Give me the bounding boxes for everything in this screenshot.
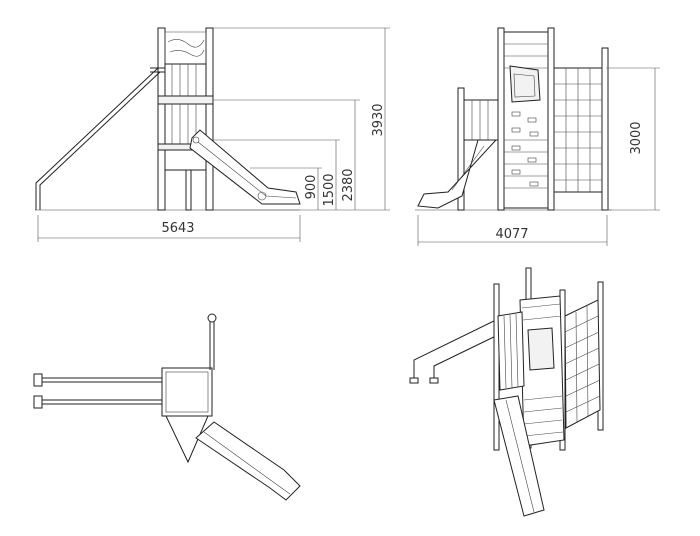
dim-height-2380: 2380 (341, 168, 356, 201)
plan-view (33, 313, 301, 501)
isometric-view (409, 267, 604, 517)
dim-height-1500: 1500 (322, 173, 337, 206)
tower-post-left (157, 27, 166, 211)
dim-width-side: 4077 (495, 227, 528, 242)
side-view: 3000 4077 (415, 27, 660, 246)
dim-width-front: 5643 (161, 221, 194, 236)
front-view: 3930 2380 1500 900 5643 (35, 27, 390, 242)
dim-net-height: 3000 (629, 121, 644, 154)
dim-total-height: 3930 (371, 103, 386, 136)
tower-post-right (205, 27, 214, 211)
dim-height-900: 900 (304, 175, 319, 200)
